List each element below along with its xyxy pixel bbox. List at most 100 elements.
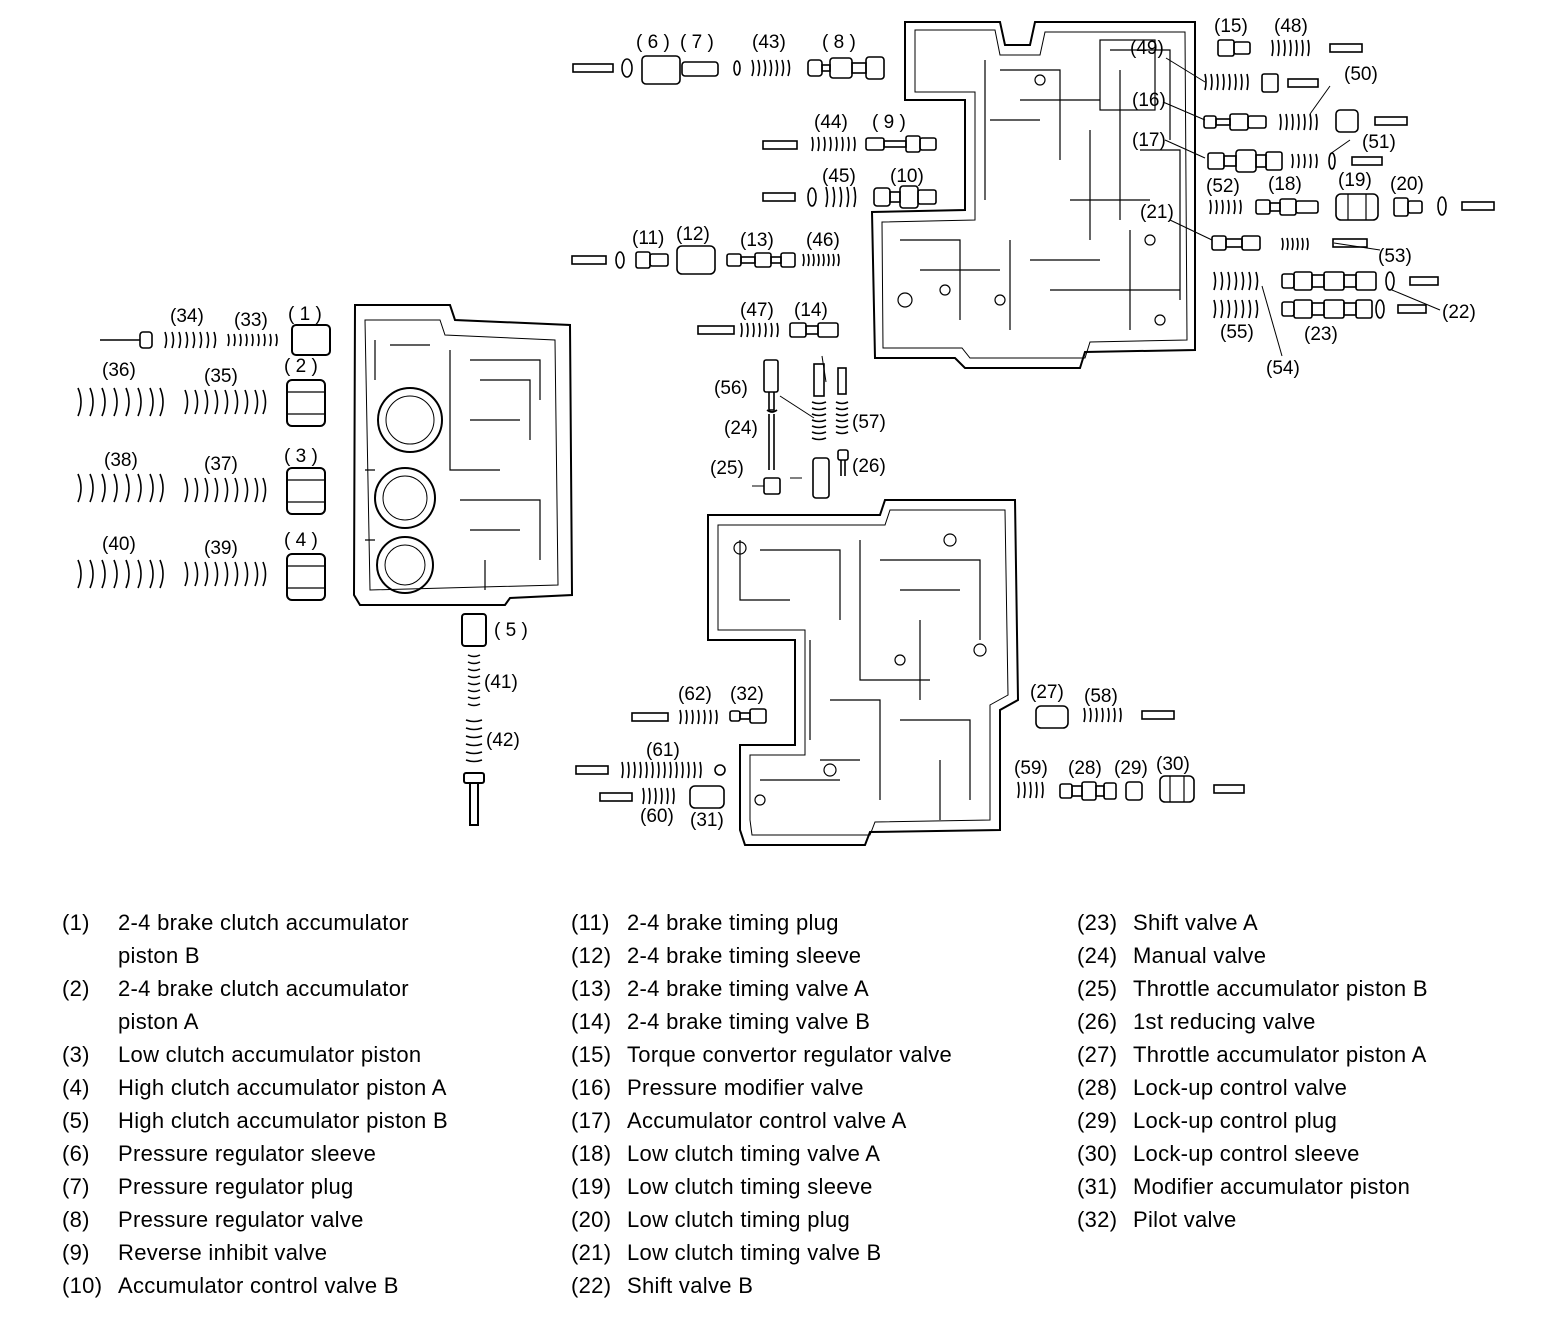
legend-item-description: Lock-up control plug bbox=[1133, 1108, 1338, 1133]
legend-item: (24)Manual valve bbox=[1077, 939, 1428, 972]
legend-item: (22)Shift valve B bbox=[571, 1269, 952, 1302]
legend-item-number: (28) bbox=[1077, 1075, 1118, 1100]
legend-item-number: (12) bbox=[571, 943, 612, 968]
valve-body-exploded-diagram: ( 1 ) ( 2 ) ( 3 ) ( 4 ) ( 5 ) ( 6 ) ( 7 … bbox=[77, 16, 1495, 846]
callout-6: ( 6 ) bbox=[636, 32, 670, 53]
callout-43: (43) bbox=[752, 32, 786, 53]
callout-11: (11) bbox=[632, 228, 664, 249]
callout-5: ( 5 ) bbox=[494, 620, 528, 641]
legend-item-number: (15) bbox=[571, 1042, 612, 1067]
legend-item-description: 2-4 brake timing valve A bbox=[627, 976, 869, 1001]
upper-valve-body bbox=[870, 21, 1196, 369]
callout-9: ( 9 ) bbox=[872, 112, 906, 133]
legend-item-number: (1) bbox=[62, 910, 90, 935]
callout-54: (54) bbox=[1266, 358, 1300, 379]
legend-item: (30)Lock-up control sleeve bbox=[1077, 1137, 1428, 1170]
legend-item-description: Pressure regulator sleeve bbox=[118, 1141, 377, 1166]
callout-1: ( 1 ) bbox=[288, 304, 322, 325]
callout-34: (34) bbox=[170, 306, 204, 327]
callout-40: (40) bbox=[102, 534, 136, 555]
callout-3: ( 3 ) bbox=[284, 446, 318, 467]
legend-item-number: (25) bbox=[1077, 976, 1118, 1001]
legend-item-description: Throttle accumulator piston A bbox=[1133, 1042, 1427, 1067]
legend-item: (25) Throttle accumulator piston B bbox=[1077, 972, 1428, 1005]
legend-item: (18)Low clutch timing valve A bbox=[571, 1137, 952, 1170]
legend-item: (4)High clutch accumulator piston A bbox=[62, 1071, 468, 1104]
legend-item-number: (23) bbox=[1077, 910, 1118, 935]
legend-item-number: (10) bbox=[62, 1273, 103, 1298]
callout-60: (60) bbox=[640, 806, 674, 827]
legend-item-number: (5) bbox=[62, 1108, 90, 1133]
legend-item-description: Torque convertor regulator valve bbox=[627, 1042, 953, 1067]
callout-41: (41) bbox=[484, 672, 518, 693]
callout-59: (59) bbox=[1014, 758, 1048, 779]
callout-42: (42) bbox=[486, 730, 520, 751]
legend-item-description: 2-4 brake timing valve B bbox=[627, 1009, 871, 1034]
legend-item-description: Pressure modifier valve bbox=[627, 1075, 864, 1100]
callout-45: (45) bbox=[822, 166, 856, 187]
legend-item-number: (20) bbox=[571, 1207, 612, 1232]
callout-24: (24) bbox=[724, 418, 758, 439]
legend-column-2: (11)2-4 brake timing plug(12)2-4 brake t… bbox=[571, 906, 952, 1302]
legend-item-number: (9) bbox=[62, 1240, 90, 1265]
callout-53: (53) bbox=[1378, 246, 1412, 267]
legend-item: (14)2-4 brake timing valve B bbox=[571, 1005, 952, 1038]
legend-item-number: (24) bbox=[1077, 943, 1118, 968]
legend-item-description: 2-4 brake clutch accumulator piston A bbox=[118, 976, 409, 1034]
valve-rows bbox=[571, 55, 937, 338]
legend-item-description: Low clutch timing plug bbox=[627, 1207, 851, 1232]
legend-item: (15) Torque convertor regulator valve bbox=[571, 1038, 952, 1071]
legend-item: (20) Low clutch timing plug bbox=[571, 1203, 952, 1236]
callout-33: (33) bbox=[234, 310, 268, 331]
callout-52: (52) bbox=[1206, 176, 1240, 197]
legend-item: (5)High clutch accumulator piston B bbox=[62, 1104, 468, 1137]
callout-47: (47) bbox=[740, 300, 774, 321]
legend-item: (6) Pressure regulator sleeve bbox=[62, 1137, 468, 1170]
legend-item-number: (13) bbox=[571, 976, 612, 1001]
legend-item: (21)Low clutch timing valve B bbox=[571, 1236, 952, 1269]
callout-labels: ( 1 ) ( 2 ) ( 3 ) ( 4 ) ( 5 ) ( 6 ) ( 7 … bbox=[102, 16, 1476, 831]
legend-item-description: Low clutch timing sleeve bbox=[627, 1174, 873, 1199]
legend-item: (9)Reverse inhibit valve bbox=[62, 1236, 468, 1269]
legend-item-description: Shift valve B bbox=[627, 1273, 754, 1298]
legend-item: (1) 2-4 brake clutch accumulator piston B bbox=[62, 906, 468, 972]
legend-column-1: (1) 2-4 brake clutch accumulator piston B… bbox=[62, 906, 468, 1302]
legend-item-number: (19) bbox=[571, 1174, 612, 1199]
legend-item: (3)Low clutch accumulator piston bbox=[62, 1038, 468, 1071]
legend-item: (27)Throttle accumulator piston A bbox=[1077, 1038, 1428, 1071]
callout-49: (49) bbox=[1130, 38, 1164, 59]
legend-item-description: Throttle accumulator piston B bbox=[1133, 976, 1428, 1001]
legend-item-description: 2-4 brake clutch accumulator piston B bbox=[118, 910, 409, 968]
legend-item-description: Accumulator control valve B bbox=[118, 1273, 399, 1298]
piston-5-stack bbox=[461, 613, 487, 826]
callout-16: (16) bbox=[1132, 90, 1166, 111]
legend-item-number: (6) bbox=[62, 1141, 90, 1166]
callout-12: (12) bbox=[676, 224, 710, 245]
callout-4: ( 4 ) bbox=[284, 530, 318, 551]
callout-30: (30) bbox=[1156, 754, 1190, 775]
legend-item: (13) 2-4 brake timing valve A bbox=[571, 972, 952, 1005]
legend-item: (12) 2-4 brake timing sleeve bbox=[571, 939, 952, 972]
callout-18: (18) bbox=[1268, 174, 1302, 195]
legend-item-number: (21) bbox=[571, 1240, 612, 1265]
legend-item: (2)2-4 brake clutch accumulator piston A bbox=[62, 972, 468, 1038]
callout-7: ( 7 ) bbox=[680, 32, 714, 53]
legend-item-description: Pressure regulator plug bbox=[118, 1174, 354, 1199]
callout-26: (26) bbox=[852, 456, 886, 477]
callout-44: (44) bbox=[814, 112, 848, 133]
accumulator-plate bbox=[352, 304, 574, 606]
legend-item: (10) Accumulator control valve B bbox=[62, 1269, 468, 1302]
legend-item: (32) Pilot valve bbox=[1077, 1203, 1428, 1236]
legend-item-description: 2-4 brake timing sleeve bbox=[627, 943, 862, 968]
callout-19: (19) bbox=[1338, 170, 1372, 191]
legend-item: (26)1st reducing valve bbox=[1077, 1005, 1428, 1038]
legend-column-3: (23)Shift valve A(24)Manual valve(25)Thr… bbox=[1077, 906, 1428, 1236]
legend-item: (29)Lock-up control plug bbox=[1077, 1104, 1428, 1137]
legend-item-description: Lock-up control sleeve bbox=[1133, 1141, 1360, 1166]
legend-item-number: (32) bbox=[1077, 1207, 1118, 1232]
legend-item-description: Pilot valve bbox=[1133, 1207, 1237, 1232]
legend-item: (19) Low clutch timing sleeve bbox=[571, 1170, 952, 1203]
callout-51: (51) bbox=[1362, 132, 1396, 153]
legend-item: (8)Pressure regulator valve bbox=[62, 1203, 468, 1236]
callout-8: ( 8 ) bbox=[822, 32, 856, 53]
